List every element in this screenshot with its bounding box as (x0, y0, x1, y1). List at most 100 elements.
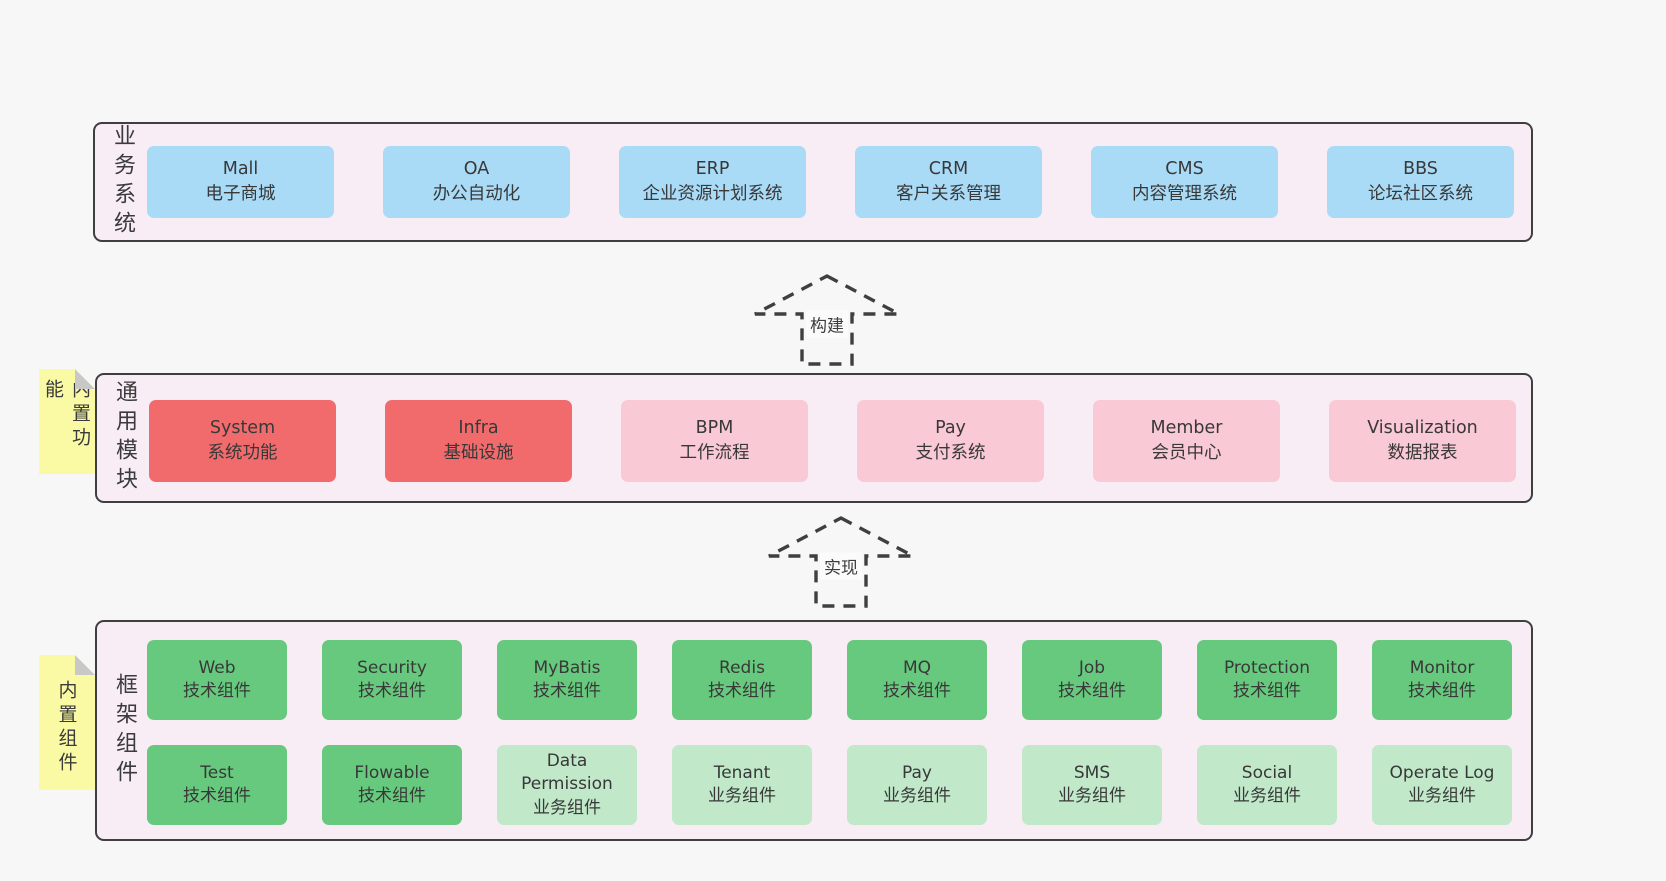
component-desc: 技术组件 (708, 681, 776, 701)
build-arrow: 构建 (752, 272, 902, 368)
module-name: System (209, 418, 276, 439)
module-desc: 企业资源计划系统 (642, 184, 783, 204)
build-arrow-label: 构建 (806, 310, 848, 338)
module-box-visualization: Visualization 数据报表 (1329, 400, 1516, 482)
dashed-up-arrow-icon (754, 274, 900, 366)
module-box-member: Member 会员中心 (1093, 400, 1280, 482)
module-desc: 会员中心 (1151, 443, 1222, 463)
module-box-bbs: BBS 论坛社区系统 (1327, 146, 1514, 218)
component-desc: 技术组件 (533, 681, 601, 701)
implement-arrow-label: 实现 (820, 552, 862, 580)
section-business-systems: 业务系统 Mall 电子商城 OA 办公自动化 ERP 企业资源计划系统 CRM… (93, 122, 1533, 242)
framework-components-row-2: Test 技术组件 Flowable 技术组件 Data Permission … (147, 745, 1512, 825)
component-desc: 技术组件 (358, 786, 426, 806)
component-box-tenant: Tenant 业务组件 (672, 745, 812, 825)
component-name: Tenant (713, 762, 771, 783)
component-name: Job (1078, 657, 1106, 678)
component-desc: 业务组件 (1233, 786, 1301, 806)
component-box-operate-log: Operate Log 业务组件 (1372, 745, 1512, 825)
module-name: BPM (695, 418, 734, 439)
module-desc: 支付系统 (915, 443, 986, 463)
module-name: ERP (695, 159, 730, 180)
built-in-functions-tab-label: 内置功能 (42, 379, 91, 451)
component-box-data-permission: Data Permission 业务组件 (497, 745, 637, 825)
component-name: Pay (902, 762, 932, 783)
built-in-functions-tab: 内置功能 (39, 369, 95, 474)
module-box-erp: ERP 企业资源计划系统 (619, 146, 806, 218)
component-desc: 业务组件 (533, 797, 601, 818)
module-name: BBS (1403, 159, 1438, 180)
module-name: Pay (935, 418, 966, 439)
framework-components-row-1: Web 技术组件 Security 技术组件 MyBatis 技术组件 Redi… (147, 640, 1512, 720)
component-desc: 技术组件 (183, 786, 251, 806)
section-framework-components: 框架组件 Web 技术组件 Security 技术组件 MyBatis 技术组件… (95, 620, 1533, 841)
component-name: Data Permission (521, 750, 613, 795)
module-desc: 数据报表 (1387, 443, 1458, 463)
component-box-flowable: Flowable 技术组件 (322, 745, 462, 825)
component-name: SMS (1073, 762, 1111, 783)
module-box-infra: Infra 基础设施 (385, 400, 572, 482)
component-box-social: Social 业务组件 (1197, 745, 1337, 825)
section-label-framework-components: 框架组件 (112, 672, 137, 789)
module-name: Infra (458, 418, 499, 439)
component-box-monitor: Monitor 技术组件 (1372, 640, 1512, 720)
module-box-cms: CMS 内容管理系统 (1091, 146, 1278, 218)
component-box-mq: MQ 技术组件 (847, 640, 987, 720)
component-name: MyBatis (533, 657, 601, 678)
module-box-system: System 系统功能 (149, 400, 336, 482)
component-desc: 业务组件 (883, 786, 951, 806)
component-desc: 技术组件 (883, 681, 951, 701)
folded-corner-icon (75, 655, 95, 675)
component-desc: 技术组件 (1058, 681, 1126, 701)
component-name: Redis (719, 657, 765, 678)
module-box-bpm: BPM 工作流程 (621, 400, 808, 482)
component-box-test: Test 技术组件 (147, 745, 287, 825)
module-name: OA (463, 159, 490, 180)
module-desc: 基础设施 (443, 443, 514, 463)
component-name: Web (198, 657, 236, 678)
implement-arrow: 实现 (766, 514, 916, 610)
module-name: Member (1150, 418, 1223, 439)
module-desc: 电子商城 (205, 184, 276, 204)
component-desc: 业务组件 (1408, 786, 1476, 806)
component-desc: 技术组件 (358, 681, 426, 701)
component-box-sms: SMS 业务组件 (1022, 745, 1162, 825)
module-desc: 系统功能 (207, 443, 278, 463)
component-desc: 技术组件 (1408, 681, 1476, 701)
business-systems-box-row: Mall 电子商城 OA 办公自动化 ERP 企业资源计划系统 CRM 客户关系… (147, 146, 1514, 218)
component-box-redis: Redis 技术组件 (672, 640, 812, 720)
built-in-components-tab: 内置组件 (39, 655, 95, 790)
component-box-security: Security 技术组件 (322, 640, 462, 720)
component-name: Protection (1223, 657, 1310, 678)
component-desc: 技术组件 (1233, 681, 1301, 701)
common-modules-box-row: System 系统功能 Infra 基础设施 BPM 工作流程 Pay 支付系统… (149, 400, 1516, 482)
module-name: CRM (928, 159, 969, 180)
module-desc: 工作流程 (679, 443, 750, 463)
component-name: MQ (902, 657, 932, 678)
module-name: CMS (1165, 159, 1204, 180)
module-box-pay: Pay 支付系统 (857, 400, 1044, 482)
module-name: Visualization (1367, 418, 1478, 439)
module-box-oa: OA 办公自动化 (383, 146, 570, 218)
folded-corner-icon (75, 369, 95, 389)
module-desc: 办公自动化 (432, 184, 521, 204)
module-desc: 论坛社区系统 (1368, 184, 1473, 204)
section-label-common-modules: 通用模块 (112, 380, 137, 496)
dashed-up-arrow-icon (768, 516, 914, 608)
component-name: Security (357, 657, 427, 678)
module-box-crm: CRM 客户关系管理 (855, 146, 1042, 218)
module-name: Mall (222, 159, 259, 180)
component-box-protection: Protection 技术组件 (1197, 640, 1337, 720)
module-desc: 客户关系管理 (896, 184, 1001, 204)
section-common-modules: 通用模块 System 系统功能 Infra 基础设施 BPM 工作流程 Pay… (95, 373, 1533, 503)
component-box-job: Job 技术组件 (1022, 640, 1162, 720)
component-name: Flowable (354, 762, 430, 783)
component-desc: 业务组件 (1058, 786, 1126, 806)
component-name: Operate Log (1389, 762, 1495, 783)
component-box-web: Web 技术组件 (147, 640, 287, 720)
component-box-mybatis: MyBatis 技术组件 (497, 640, 637, 720)
component-name: Social (1241, 762, 1293, 783)
component-name: Monitor (1409, 657, 1475, 678)
built-in-components-tab-label: 内置组件 (55, 679, 78, 776)
